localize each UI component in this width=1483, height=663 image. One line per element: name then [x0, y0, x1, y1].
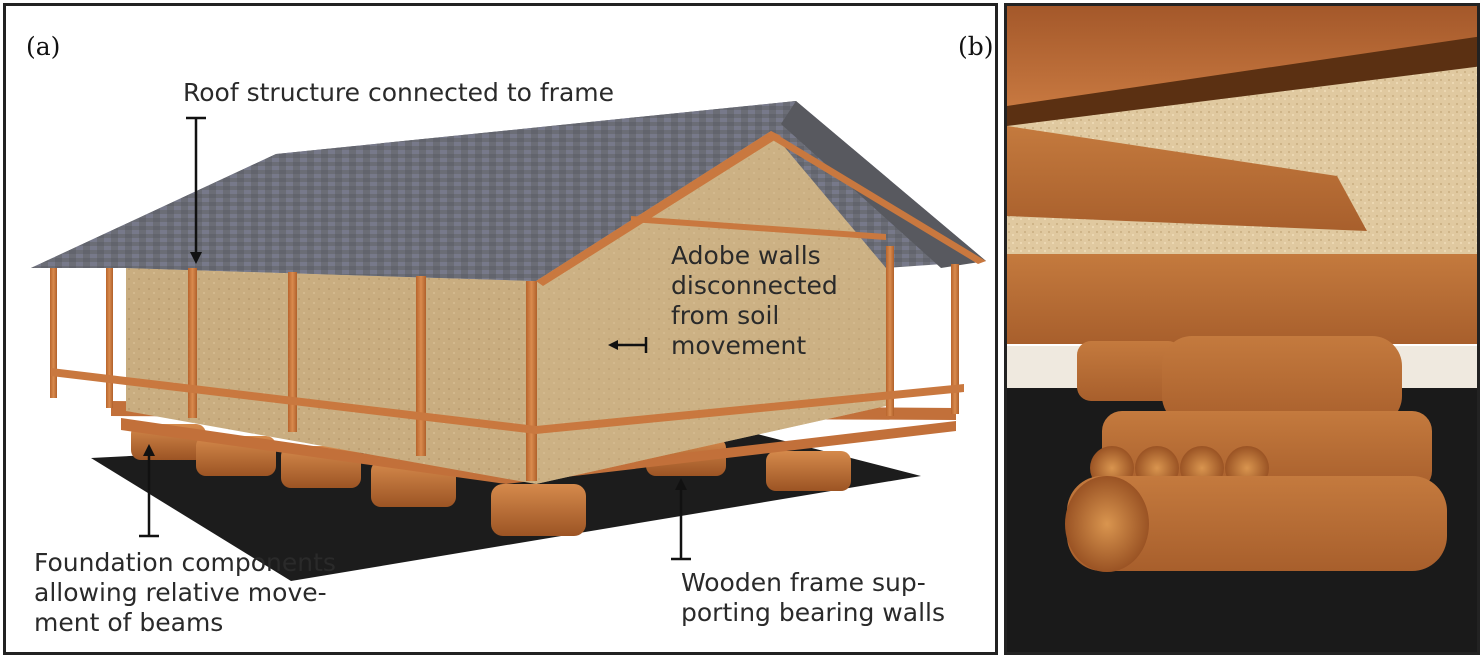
annotation-foundation-line: allowing relative move- [34, 578, 327, 607]
annotation-walls-line: movement [671, 331, 807, 360]
foundation-closeup-illustration [1007, 6, 1477, 652]
panel-a-house-model: (a) (b) Roof structure connected to fram… [3, 3, 998, 655]
panel-label-a: (a) [26, 32, 61, 61]
panel-b-foundation-closeup [1004, 3, 1480, 655]
annotation-walls: Adobe walls disconnected from soil movem… [671, 241, 838, 361]
wooden-posts [50, 246, 959, 481]
log-stack [1065, 336, 1447, 572]
annotation-foundation-line: Foundation components [34, 548, 336, 577]
annotation-frame-line: Wooden frame sup- [681, 568, 926, 597]
house-illustration [31, 101, 986, 581]
annotation-roof: Roof structure connected to frame [183, 78, 615, 107]
annotation-frame-line: porting bearing walls [681, 598, 945, 627]
annotation-foundation: Foundation components allowing relative … [34, 548, 336, 638]
panel-label-b: (b) [958, 32, 994, 61]
annotation-arrows [139, 116, 691, 561]
adobe-wall-front [126, 268, 536, 484]
annotation-frame: Wooden frame sup- porting bearing walls [681, 568, 945, 628]
annotation-walls-line: disconnected [671, 271, 838, 300]
crossing-beam [1007, 126, 1367, 231]
rails [51, 131, 986, 434]
annotation-foundation-line: ment of beams [34, 608, 224, 637]
annotation-walls-line: Adobe walls [671, 241, 821, 270]
main-beam [1007, 254, 1477, 344]
annotation-walls-line: from soil [671, 301, 780, 330]
